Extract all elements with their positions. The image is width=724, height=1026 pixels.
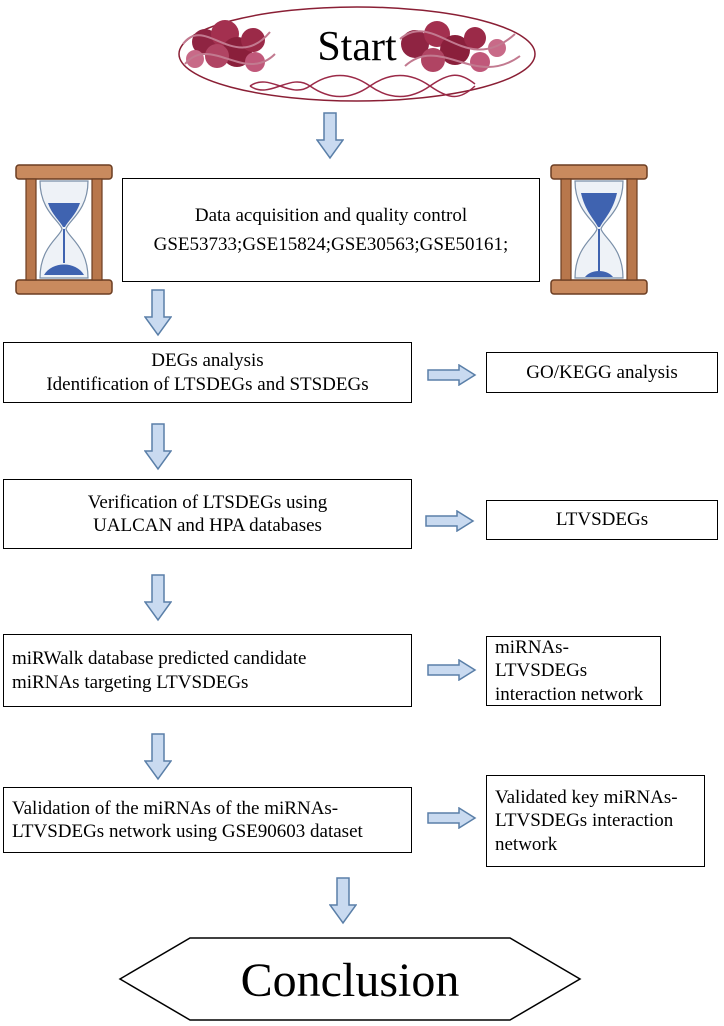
dna-icon <box>399 21 521 72</box>
verification-box: Verification of LTSDEGs using UALCAN and… <box>3 479 412 549</box>
step4-line2: miRNAs targeting LTVSDEGs <box>12 671 249 693</box>
down-arrow-icon <box>144 733 172 781</box>
dna-icon <box>249 74 476 98</box>
hourglass-icon <box>15 164 113 295</box>
go-kegg-box: GO/KEGG analysis <box>486 352 718 393</box>
right-arrow-icon <box>425 510 475 532</box>
right-arrow-icon <box>427 807 477 829</box>
step5-side-line1: Validated key miRNAs- <box>495 787 678 809</box>
step2-line1: DEGs analysis <box>151 350 264 372</box>
down-arrow-icon <box>144 574 172 622</box>
interaction-network-box: miRNAs-LTVSDEGs interaction network <box>486 636 661 706</box>
degs-analysis-box: DEGs analysis Identification of LTSDEGs … <box>3 342 412 403</box>
conclusion-label: Conclusion <box>241 954 460 1007</box>
mirwalk-box: miRWalk database predicted candidate miR… <box>3 634 412 707</box>
step1-line1: Data acquisition and quality control <box>194 204 468 226</box>
step5-line1: Validation of the miRNAs of the miRNAs- <box>12 797 339 819</box>
step5-side-line2: LTVSDEGs interaction <box>495 810 674 832</box>
step4-side-line1: miRNAs-LTVSDEGs <box>495 637 588 682</box>
conclusion-node: Conclusion <box>118 937 582 1021</box>
ltvsdegs-box: LTVSDEGs <box>486 500 718 540</box>
down-arrow-icon <box>144 423 172 471</box>
data-acquisition-box: Data acquisition and quality control GSE… <box>122 178 540 282</box>
step3-line1: Verification of LTSDEGs using <box>87 491 328 513</box>
validated-network-box: Validated key miRNAs- LTVSDEGs interacti… <box>486 775 705 867</box>
step2-line2: Identification of LTSDEGs and STSDEGs <box>46 373 369 395</box>
step5-line2: LTVSDEGs network using GSE90603 dataset <box>12 821 363 842</box>
step2-side: GO/KEGG analysis <box>526 361 678 383</box>
step4-side-line2: interaction network <box>495 683 644 705</box>
down-arrow-icon <box>144 289 172 337</box>
down-arrow-icon <box>329 877 357 925</box>
start-node: Start <box>178 6 536 102</box>
right-arrow-icon <box>427 659 477 681</box>
start-label: Start <box>317 24 397 70</box>
step3-side: LTVSDEGs <box>555 509 649 531</box>
step3-line2: UALCAN and HPA databases <box>93 515 322 536</box>
down-arrow-icon <box>316 112 344 160</box>
hourglass-icon <box>550 164 648 295</box>
step1-line2: GSE53733;GSE15824;GSE30563;GSE50161; <box>153 234 509 255</box>
validation-box: Validation of the miRNAs of the miRNAs- … <box>3 787 412 853</box>
dna-icon <box>182 20 276 72</box>
step4-line1: miRWalk database predicted candidate <box>12 648 307 670</box>
step5-side-line3: network <box>495 833 558 855</box>
right-arrow-icon <box>427 364 477 386</box>
